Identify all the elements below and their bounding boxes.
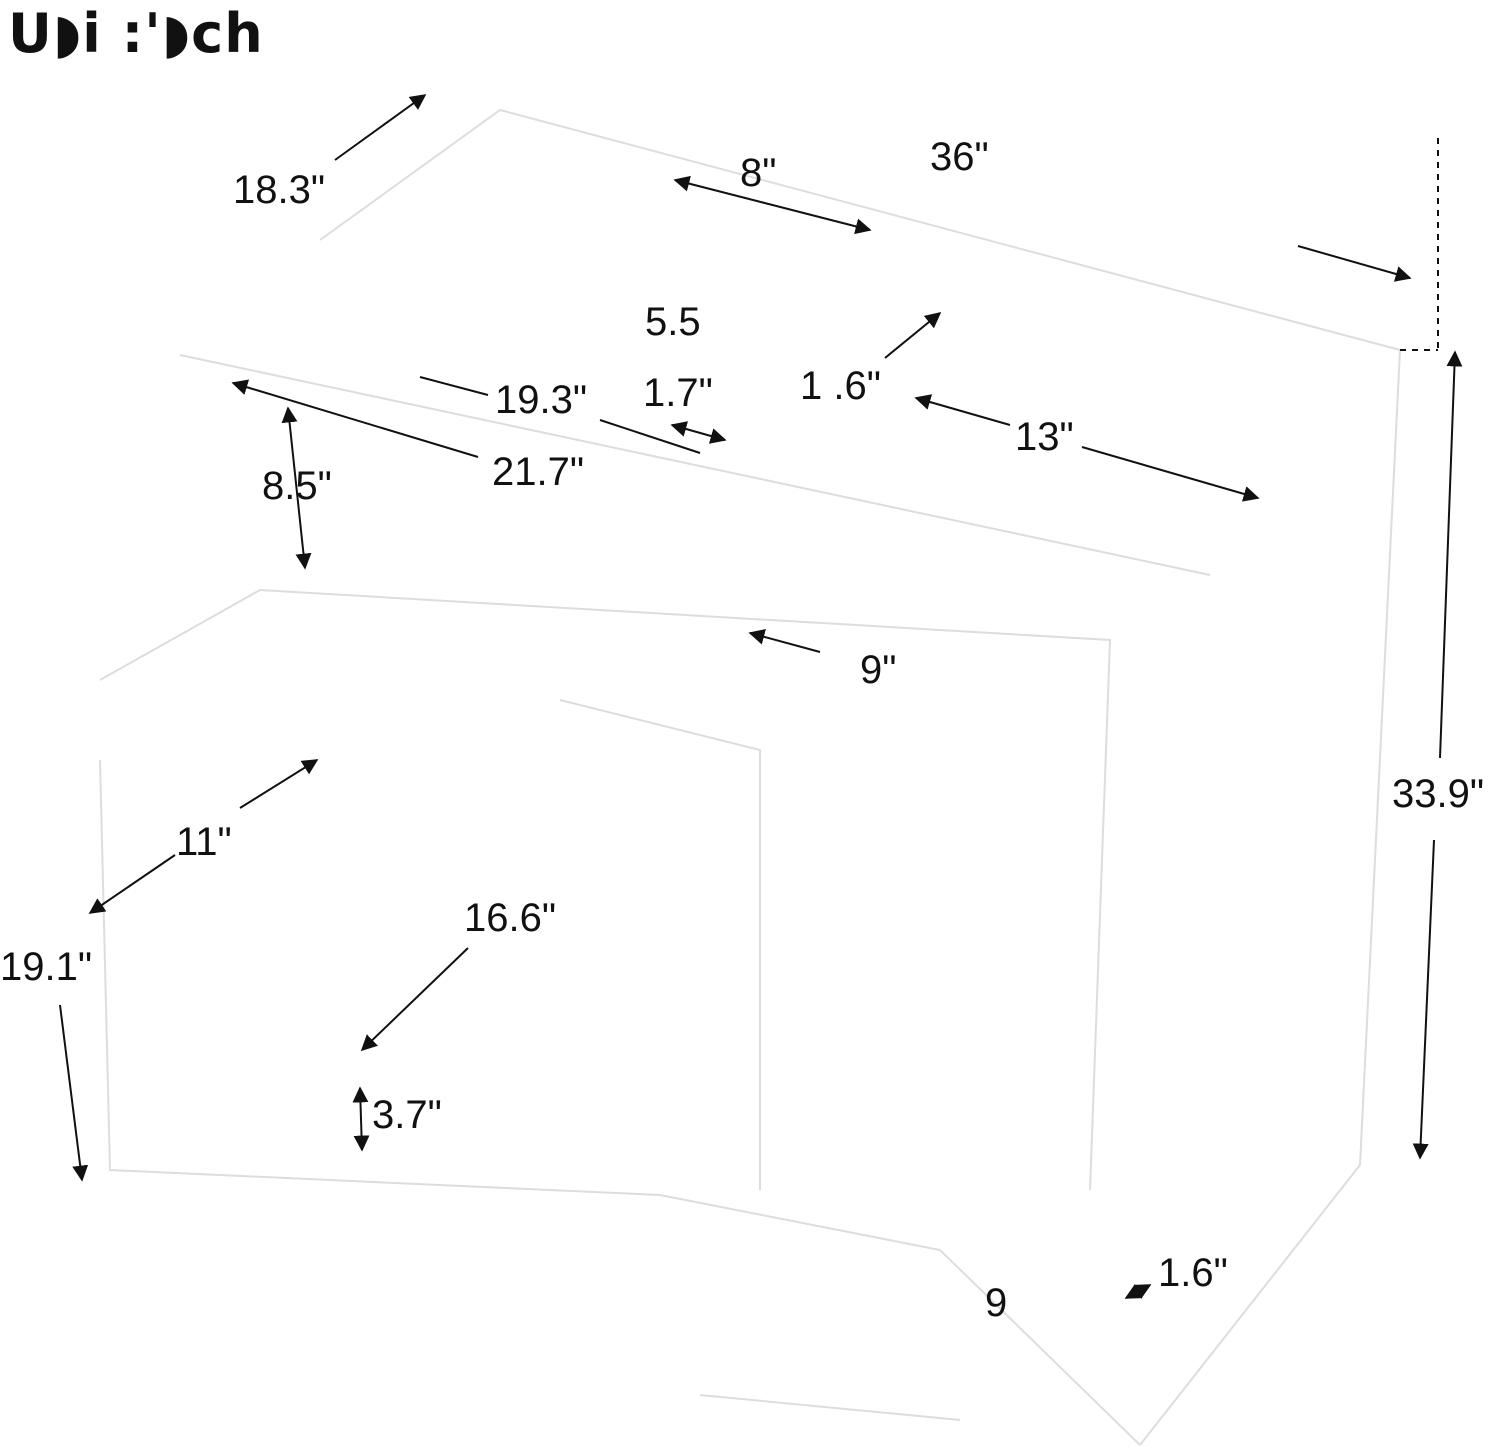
- arrow-21-7: [231, 379, 479, 458]
- dim-33-9: 33.9": [1392, 772, 1485, 816]
- dim-13: 13": [1015, 415, 1074, 459]
- arrow-36: [1297, 245, 1412, 282]
- dimension-lines: [59, 94, 1463, 1299]
- dim-9: 9": [860, 648, 897, 692]
- arrow-11-a: [239, 759, 319, 809]
- dim-5-5: 5.5: [645, 300, 701, 344]
- dim-8: 8": [740, 151, 777, 195]
- line-19-3: [419, 376, 489, 396]
- arrow-16-6: [360, 947, 469, 1052]
- arrow-3-7: [352, 1086, 370, 1152]
- unit-title: U◗i :'◗ch: [8, 2, 264, 65]
- dim-21-7: 21.7": [492, 450, 585, 494]
- arrow-8-5: [281, 406, 312, 570]
- dim-18-3: 18.3": [233, 168, 326, 212]
- arrow-1-6-top: [884, 311, 942, 359]
- dim-1-6-top: 1 .6": [800, 364, 881, 408]
- arrow-9: [748, 629, 821, 653]
- arrow-33-9-b: [1412, 839, 1435, 1160]
- dim-8-5: 8.5": [262, 464, 332, 508]
- dim-9-bottom: 9: [985, 1281, 1008, 1325]
- dim-11: 11": [176, 820, 232, 864]
- arrow-19-1: [59, 1004, 89, 1182]
- desk-outline: [99, 108, 1402, 1446]
- arrow-13-b: [1081, 446, 1260, 502]
- dim-3-7: 3.7": [372, 1093, 442, 1137]
- arrow-33-9-a: [1439, 350, 1463, 759]
- dim-36: 36": [930, 135, 989, 179]
- arrow-1-7: [670, 421, 727, 444]
- arrow-13-a: [914, 394, 1011, 426]
- dim-19-1: 19.1": [0, 945, 93, 989]
- arrow-8: [673, 175, 872, 235]
- dim-1-7: 1.7": [643, 371, 713, 415]
- dim-1-6-bottom: 1.6": [1158, 1251, 1228, 1295]
- dim-16-6: 16.6": [464, 896, 557, 940]
- line-19-3-b: [599, 419, 701, 454]
- dim-19-3: 19.3": [495, 378, 588, 422]
- arrow-11-b: [88, 854, 176, 914]
- arrow-1-6-bottom: [1124, 1284, 1152, 1299]
- arrow-18-3: [334, 94, 427, 161]
